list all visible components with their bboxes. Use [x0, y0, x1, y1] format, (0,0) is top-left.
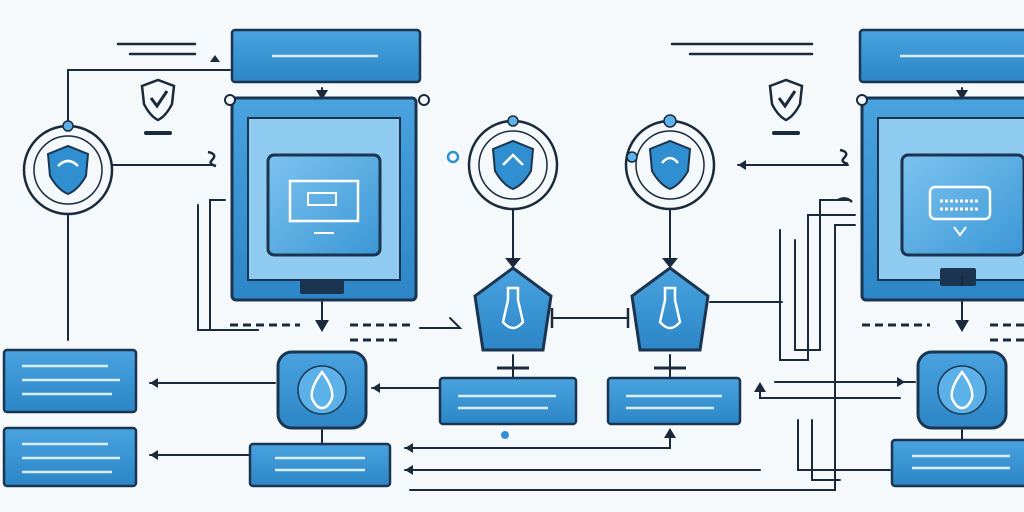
arrowheads	[150, 55, 969, 475]
label-box-vial-left	[438, 376, 578, 439]
arrowhead-icon	[405, 465, 413, 475]
small-markers	[207, 148, 964, 328]
shield-icon	[46, 144, 90, 196]
circle-shield-node-center-right	[624, 114, 716, 211]
label-box-left-2	[2, 426, 138, 488]
arrowhead-icon	[210, 55, 220, 62]
shield-check-icon	[140, 78, 176, 135]
monitor-icon	[288, 179, 360, 234]
droplet-node-left	[276, 350, 368, 430]
droplet-icon	[950, 369, 974, 410]
label-box-bottom-center	[248, 442, 392, 488]
arrowhead-icon	[662, 258, 678, 268]
arrowhead-icon	[315, 320, 329, 332]
connector-right-bottom	[797, 419, 891, 471]
arrowhead-icon	[150, 450, 158, 460]
circle-shield-node-left	[22, 120, 114, 216]
shield-icon	[491, 139, 535, 191]
arrowhead-icon	[372, 383, 380, 393]
label-box-vial-right	[606, 376, 742, 426]
top-dash-lines	[116, 42, 814, 56]
vial-icon	[658, 286, 682, 330]
arrowhead-icon	[664, 428, 676, 438]
keyboard-icon	[928, 185, 992, 237]
circle-shield-node-center-left	[446, 115, 559, 211]
vial-node-right	[630, 266, 710, 370]
connector-right-bracket-1	[759, 384, 901, 399]
connector-right-bracket-3	[794, 199, 851, 351]
connector-bottom-long-3	[409, 224, 856, 491]
shield-check-icon	[768, 78, 804, 135]
header-box-right	[858, 28, 1024, 84]
monitor-node-right	[856, 94, 1024, 302]
arrowhead-icon	[956, 90, 968, 100]
arrowhead-icon	[405, 443, 413, 453]
arrowhead-icon	[897, 377, 905, 387]
label-box-left-1	[2, 348, 138, 414]
arrowhead-icon	[955, 320, 969, 332]
connector-lines	[67, 69, 963, 491]
monitor-node-left	[224, 94, 430, 302]
connector-bottom-long-1	[404, 429, 671, 449]
arrowhead-icon	[754, 382, 766, 392]
dashed-placeholders	[230, 323, 1024, 342]
header-box-left	[230, 28, 422, 84]
connector-into-vial1	[419, 317, 463, 329]
droplet-node-right	[916, 350, 1008, 430]
connector-right-bracket-2	[779, 214, 856, 361]
droplet-icon	[310, 369, 334, 410]
connector-right-bottom-2	[811, 419, 841, 481]
shield-icon	[648, 139, 692, 191]
arrowhead-icon	[505, 258, 521, 268]
arrowhead-icon	[738, 160, 746, 170]
arrowhead-icon	[150, 378, 158, 388]
label-box-bottom-right	[890, 438, 1024, 488]
connector-monitor-left-bracket2	[197, 204, 259, 331]
connector-left-top	[67, 69, 231, 126]
vial-icon	[501, 286, 525, 330]
arrowhead-icon	[316, 90, 328, 100]
vial-node-left	[473, 266, 553, 370]
